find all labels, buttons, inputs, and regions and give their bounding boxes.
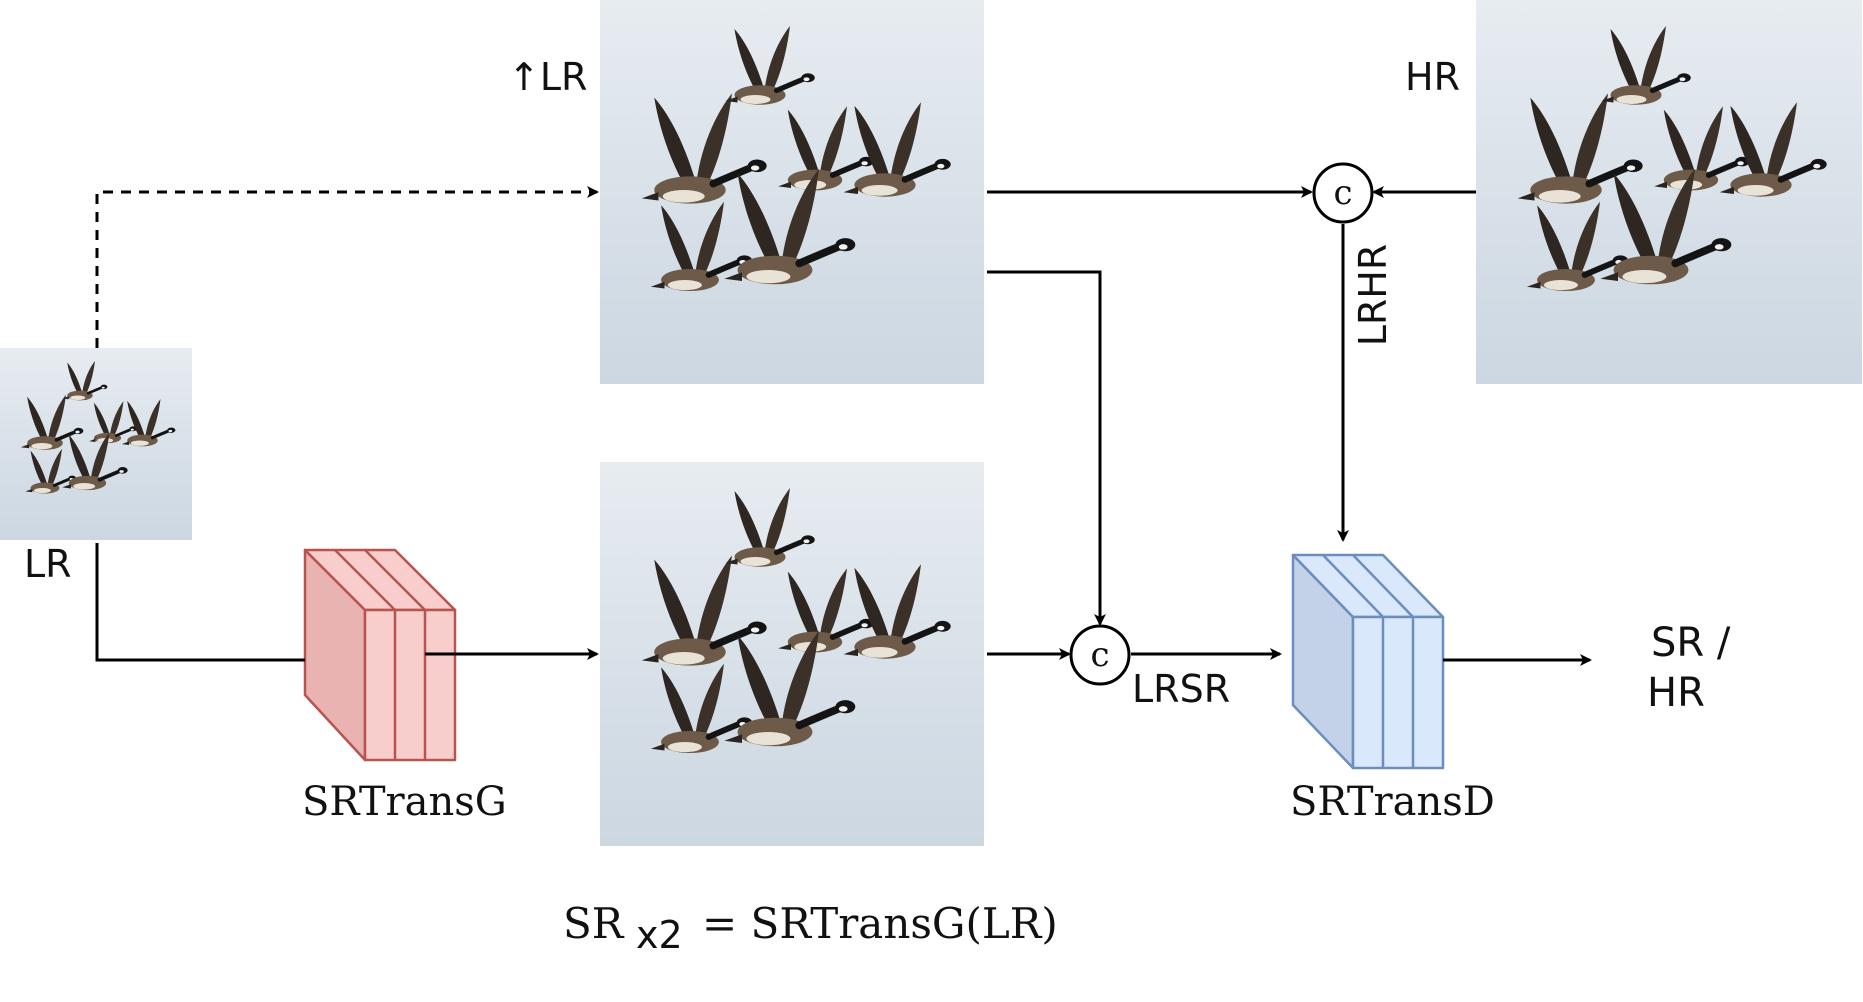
- hr-label: HR: [1405, 55, 1460, 99]
- dashed-upsample-arrow: [95, 186, 599, 348]
- formula-rest: = SRTransG(LR): [702, 899, 1058, 948]
- up-lr-image: [600, 0, 984, 384]
- hr-image: [1476, 0, 1862, 384]
- concat-bottom-icon: c: [1069, 624, 1131, 686]
- lr-label: LR: [24, 542, 72, 586]
- formula-subscript: x2: [636, 913, 683, 957]
- lr-to-generator-line: [95, 543, 305, 662]
- output-label-hr: HR: [1647, 670, 1705, 716]
- up-lr-label: ↑LR: [508, 55, 587, 99]
- discriminator-label: SRTransD: [1290, 779, 1495, 825]
- generator-block: [303, 548, 457, 762]
- uplr-to-concat-bottom-arrow: [987, 270, 1106, 626]
- svg-text:c: c: [1090, 635, 1109, 675]
- concat-top-icon: c: [1312, 162, 1374, 224]
- lrhr-label: LRHR: [1351, 244, 1395, 347]
- formula: SR x2 = SRTransG(LR): [563, 899, 1058, 957]
- output-label-sr: SR /: [1651, 620, 1731, 666]
- discriminator-block: [1291, 553, 1445, 770]
- lr-image: [0, 348, 192, 540]
- svg-text:c: c: [1333, 173, 1352, 213]
- formula-sr: SR: [563, 899, 625, 948]
- generator-label: SRTransG: [302, 779, 507, 825]
- sr-image: [600, 462, 984, 846]
- lrsr-label: LRSR: [1132, 667, 1230, 711]
- connectors: [95, 186, 1592, 666]
